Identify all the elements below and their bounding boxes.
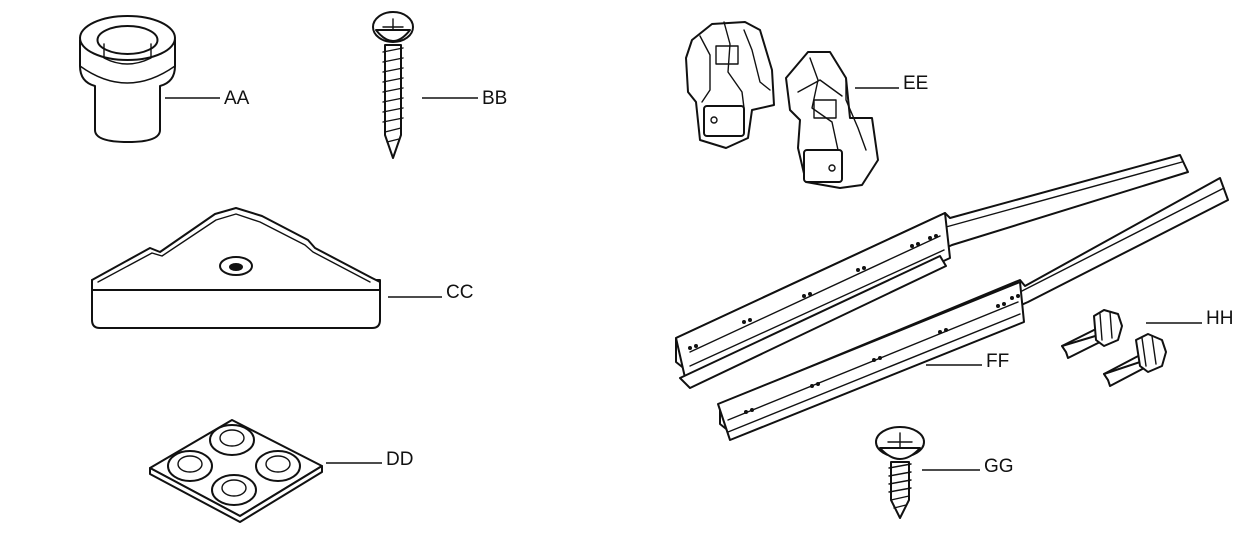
part-cc: CC [91, 207, 473, 329]
part-label-bb: BB [482, 88, 507, 109]
part-aa: AA [79, 15, 250, 143]
part-label-ee: EE [903, 73, 928, 94]
cup-spacer-icon [79, 15, 176, 143]
wood-screw-icon [372, 11, 414, 159]
drawer-slides-icon [675, 154, 1229, 441]
part-ff: FF [675, 154, 1229, 441]
part-ee: EE [685, 21, 928, 189]
part-label-aa: AA [224, 88, 250, 109]
part-label-gg: GG [984, 456, 1014, 477]
part-label-ff: FF [986, 351, 1009, 372]
drawer-locking-clips-icon [685, 21, 879, 189]
part-label-cc: CC [446, 282, 473, 303]
part-bb: BB [372, 11, 507, 159]
part-label-dd: DD [386, 449, 413, 470]
part-gg: GG [875, 426, 1014, 519]
bumper-pads-icon [149, 419, 323, 523]
part-dd: DD [149, 419, 413, 523]
part-hh: HH [1061, 308, 1233, 387]
corner-bracket-icon [91, 207, 381, 329]
rear-bracket-icon [1061, 309, 1167, 387]
flat-head-screw-icon [875, 426, 925, 519]
part-label-hh: HH [1206, 308, 1233, 329]
